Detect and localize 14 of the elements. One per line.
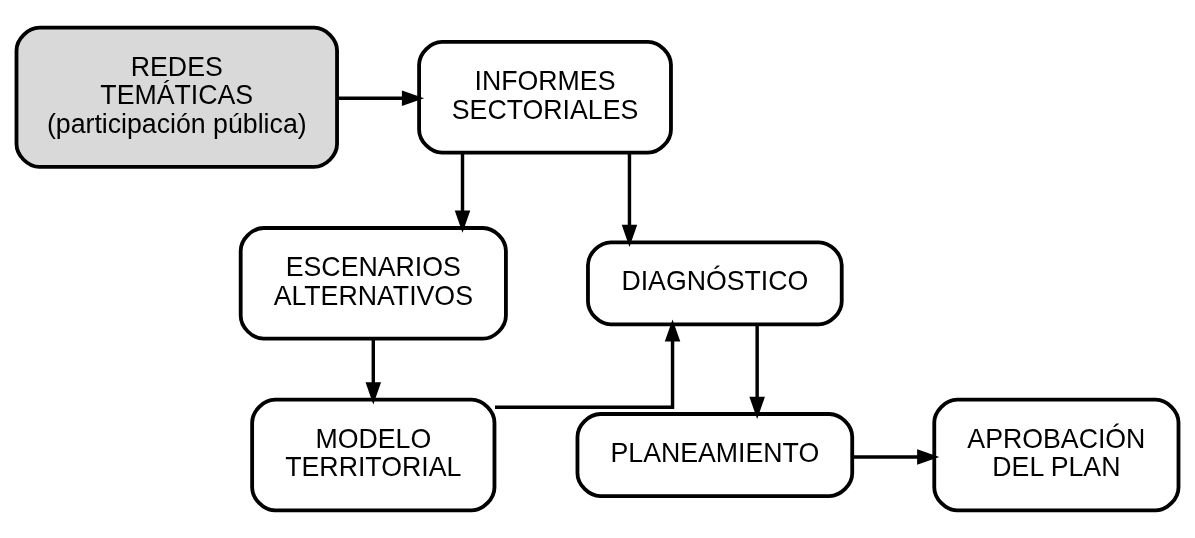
node-box: PLANEAMIENTO (575, 412, 855, 498)
arrow (365, 339, 382, 405)
node-box: APROBACIÓN DEL PLAN (932, 397, 1181, 513)
arrow (337, 90, 425, 106)
arrow (454, 153, 471, 233)
node-box: ESCENARIOS ALTERNATIVOS (238, 226, 508, 341)
arrow (495, 319, 681, 410)
node-box: DIAGNÓSTICO (586, 240, 844, 327)
node-box: MODELO TERRITORIAL (250, 397, 497, 513)
arrow (749, 324, 765, 420)
node-box: REDES TEMÁTICAS (participación pública) (14, 25, 339, 169)
node-box: INFORMES SECTORIALES (417, 40, 673, 155)
arrow (852, 449, 940, 465)
arrow (621, 153, 638, 247)
